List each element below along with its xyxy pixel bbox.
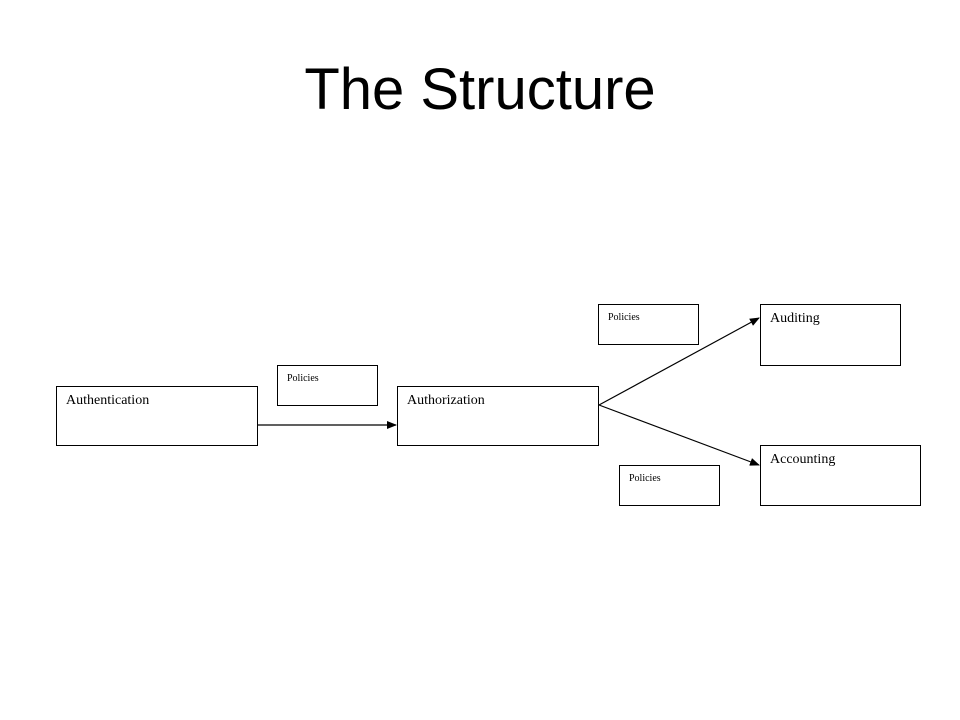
policies-box-auditing: Policies [598, 304, 699, 345]
arrow-authorization-to-auditing [598, 317, 760, 406]
authentication-label: Authentication [66, 393, 150, 408]
authorization-box: Authorization [397, 386, 599, 446]
accounting-label: Accounting [770, 452, 836, 467]
policies-box-authentication-authorization: Policies [277, 365, 378, 406]
authorization-label: Authorization [407, 393, 485, 408]
slide-title: The Structure [304, 57, 656, 122]
policies-label: Policies [629, 473, 661, 484]
auditing-label: Auditing [770, 311, 820, 326]
accounting-box: Accounting [760, 445, 921, 506]
policies-label: Policies [608, 312, 640, 323]
arrow-authorization-to-accounting [598, 404, 760, 466]
authentication-box: Authentication [56, 386, 258, 446]
policies-label: Policies [287, 373, 319, 384]
auditing-box: Auditing [760, 304, 901, 366]
policies-box-accounting: Policies [619, 465, 720, 506]
